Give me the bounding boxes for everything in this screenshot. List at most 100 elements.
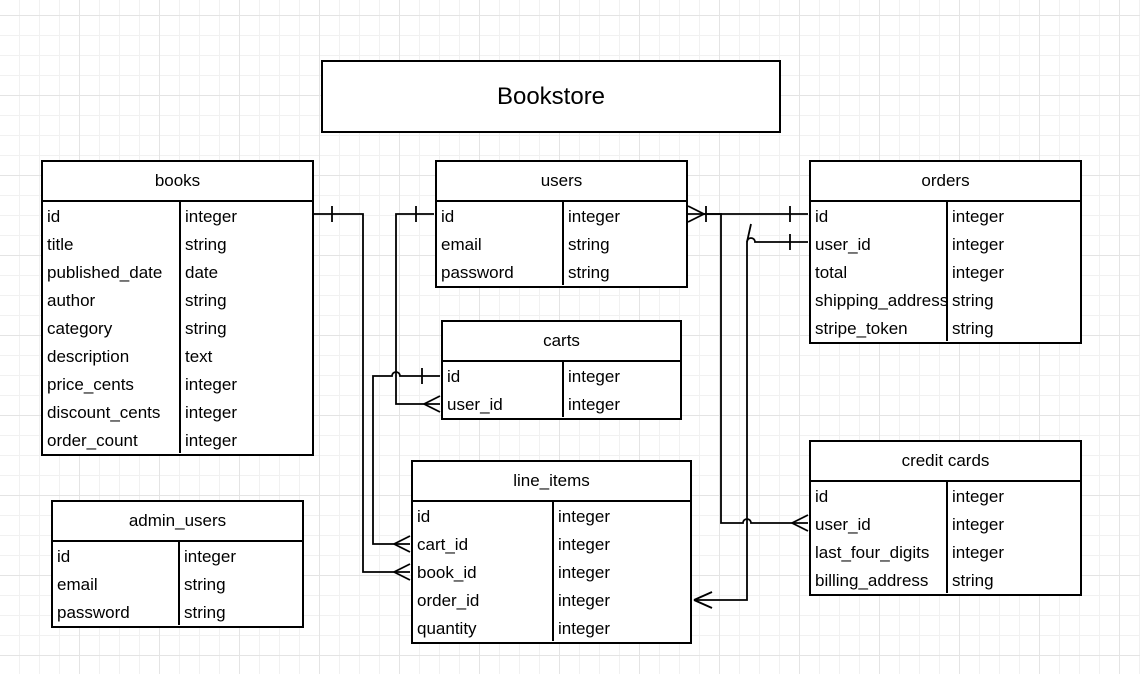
column-row[interactable]: id integer	[443, 363, 680, 391]
column-name: user_id	[447, 395, 503, 414]
link-books-line-items[interactable]	[314, 206, 411, 581]
column-type: integer	[185, 207, 237, 226]
column-type: integer	[952, 263, 1004, 282]
column-name: user_id	[815, 515, 871, 534]
column-row[interactable]: password string	[53, 599, 302, 627]
column-type: integer	[952, 487, 1004, 506]
diagram-title: Bookstore	[321, 60, 781, 133]
column-type: string	[952, 291, 994, 310]
entity-header: orders	[811, 162, 1080, 202]
column-divider	[562, 362, 564, 417]
column-name: discount_cents	[47, 403, 161, 422]
column-row[interactable]: id integer	[811, 483, 1080, 511]
column-type: integer	[952, 207, 1004, 226]
column-name: book_id	[417, 563, 477, 582]
column-name: order_count	[47, 431, 138, 450]
column-name: id	[47, 207, 61, 226]
column-name: id	[815, 487, 829, 506]
column-type: text	[185, 347, 213, 366]
column-divider	[562, 202, 564, 285]
column-name: id	[447, 367, 461, 386]
column-row[interactable]: user_id integer	[443, 391, 680, 419]
column-row[interactable]: total integer	[811, 259, 1080, 287]
entity-columns: id integer email string password string	[53, 542, 302, 625]
column-name: password	[441, 263, 514, 282]
link-carts-line-items[interactable]	[372, 368, 440, 553]
entity-header: line_items	[413, 462, 690, 502]
entity-header: books	[43, 162, 312, 202]
link-users-carts[interactable]	[395, 206, 441, 413]
column-name: password	[57, 603, 130, 622]
column-divider	[178, 542, 180, 625]
column-type: integer	[568, 395, 620, 414]
entity-columns: id integer user_id integer	[443, 362, 680, 417]
column-name: price_cents	[47, 375, 134, 394]
column-name: stripe_token	[815, 319, 908, 338]
column-type: integer	[952, 543, 1004, 562]
column-name: shipping_address	[815, 291, 949, 310]
column-type: string	[568, 235, 610, 254]
column-name: author	[47, 291, 96, 310]
column-name: published_date	[47, 263, 163, 282]
link-users-credit-cards[interactable]	[704, 213, 809, 532]
entity-header: users	[437, 162, 686, 202]
column-type: integer	[568, 367, 620, 386]
column-name: title	[47, 235, 74, 254]
entity-carts[interactable]: carts id integer user_id integer	[441, 320, 682, 420]
column-row[interactable]: id integer	[43, 203, 312, 231]
column-row[interactable]: order_count integer	[43, 427, 312, 455]
column-name: email	[441, 235, 482, 254]
column-name: email	[57, 575, 98, 594]
column-type: string	[184, 575, 226, 594]
entity-header: admin_users	[53, 502, 302, 542]
column-type: string	[184, 603, 226, 622]
column-type: date	[185, 263, 219, 282]
column-name: total	[815, 263, 848, 282]
column-row[interactable]: email string	[437, 231, 686, 259]
entity-header: carts	[443, 322, 680, 362]
column-name: category	[47, 319, 113, 338]
column-type: integer	[184, 547, 236, 566]
link-orders-line-items[interactable]	[693, 223, 808, 609]
column-type: integer	[558, 619, 610, 638]
column-row[interactable]: id integer	[53, 543, 302, 571]
column-row[interactable]: price_cents integer	[43, 371, 312, 399]
column-type: integer	[185, 431, 237, 450]
column-row[interactable]: email string	[53, 571, 302, 599]
column-type: integer	[185, 375, 237, 394]
column-type: integer	[558, 591, 610, 610]
column-row[interactable]: published_date date	[43, 259, 312, 287]
column-name: id	[57, 547, 71, 566]
column-divider	[946, 202, 948, 341]
column-name: user_id	[815, 235, 871, 254]
